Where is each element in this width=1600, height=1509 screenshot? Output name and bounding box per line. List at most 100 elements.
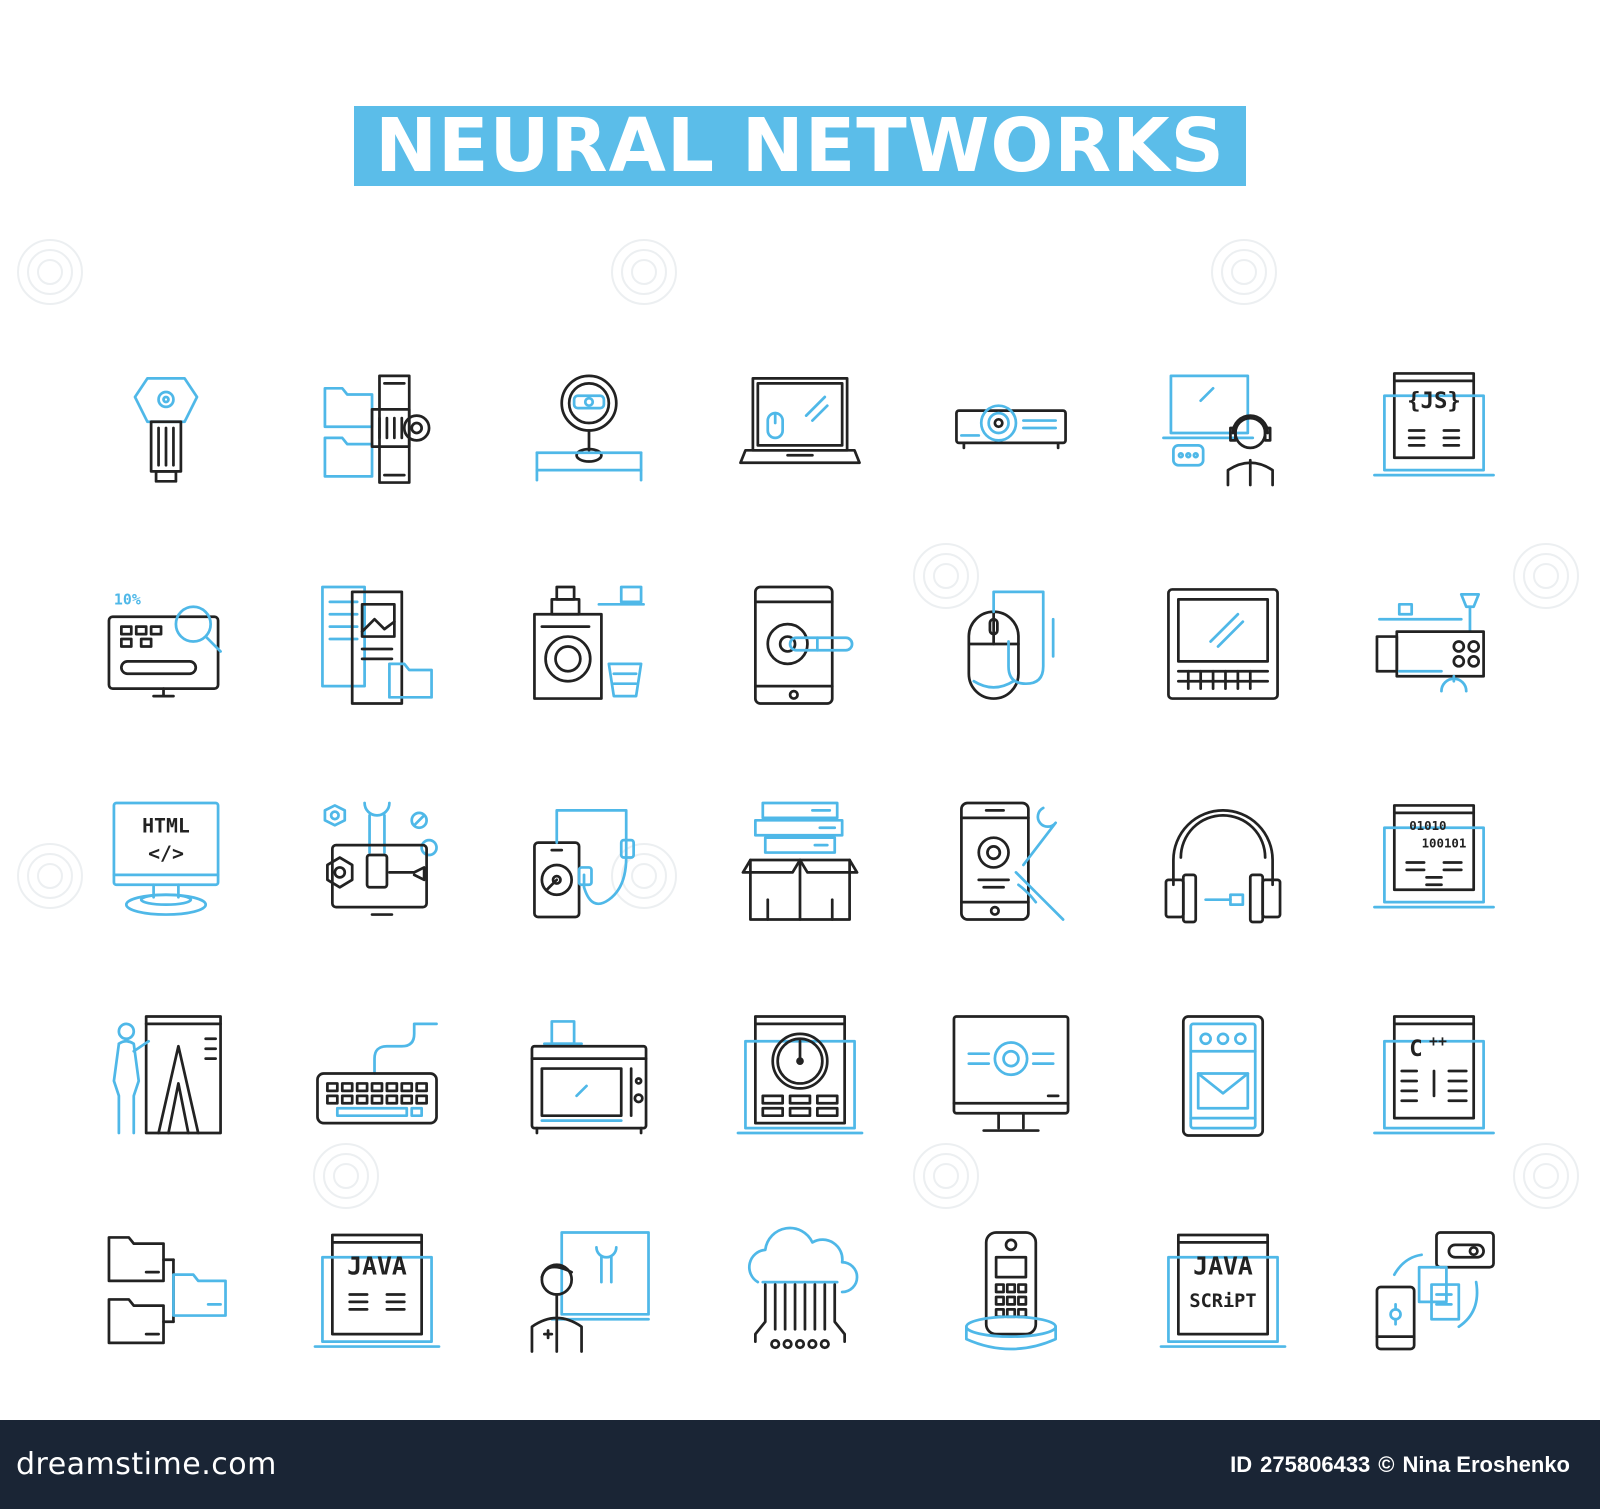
email-tablet-icon bbox=[1181, 1015, 1264, 1137]
grid-cell bbox=[1117, 536, 1328, 752]
grid-cell bbox=[483, 536, 694, 752]
grid-cell bbox=[1329, 1184, 1540, 1400]
grid-cell bbox=[271, 752, 482, 968]
monitor-search-percent-icon: 10% bbox=[107, 590, 222, 698]
video-camera-icon bbox=[1375, 593, 1486, 693]
java-laptop-icon: JAVA bbox=[313, 1233, 441, 1348]
image-id: 275806433 bbox=[1260, 1451, 1371, 1477]
binary-line-2: 100101 bbox=[1422, 836, 1467, 851]
grid-cell bbox=[483, 752, 694, 968]
grid-cell bbox=[906, 968, 1117, 1184]
laptop-mouse-icon bbox=[739, 377, 861, 465]
javascript-laptop-icon: JAVA SCRiPT bbox=[1159, 1233, 1287, 1348]
id-label: ID bbox=[1230, 1451, 1253, 1477]
cpp-label: C bbox=[1409, 1036, 1422, 1062]
headphones-icon bbox=[1164, 809, 1282, 924]
grid-cell bbox=[60, 968, 271, 1184]
grid-cell bbox=[694, 1184, 905, 1400]
grid-cell bbox=[271, 968, 482, 1184]
usb-drive-icon bbox=[133, 377, 199, 483]
grid-cell bbox=[906, 752, 1117, 968]
computer-mouse-icon bbox=[967, 590, 1055, 700]
grid-cell bbox=[1117, 320, 1328, 536]
grid-cell: 10% bbox=[60, 536, 271, 752]
grid-cell bbox=[1117, 752, 1328, 968]
java-label: JAVA bbox=[347, 1252, 407, 1281]
grid-cell: JAVA bbox=[271, 1184, 482, 1400]
watermark-spiral-icon bbox=[310, 1140, 382, 1212]
cloud-network-icon bbox=[747, 1226, 859, 1350]
grid-cell bbox=[694, 752, 905, 968]
grid-cell: HTML </> bbox=[60, 752, 271, 968]
grid-cell: C ++ bbox=[1329, 968, 1540, 1184]
watermark-spiral-icon bbox=[14, 840, 86, 912]
dreamstime-logo[interactable]: dreamstime.com bbox=[16, 1447, 277, 1482]
watermark-spiral-icon bbox=[910, 540, 982, 612]
grid-cell bbox=[906, 1184, 1117, 1400]
grid-cell bbox=[694, 968, 905, 1184]
dashboard-laptop-icon bbox=[736, 1015, 864, 1135]
woman-presentation-icon bbox=[112, 1015, 222, 1135]
grid-cell: {JS} bbox=[1329, 320, 1540, 536]
washing-machine-icon bbox=[532, 585, 645, 700]
cordless-phone-icon bbox=[965, 1231, 1058, 1351]
technician-icon bbox=[530, 1231, 650, 1353]
grid-cell bbox=[271, 320, 482, 536]
document-image-folder-icon bbox=[321, 585, 434, 705]
laptop-keyboard-icon bbox=[1166, 588, 1279, 700]
server-boxes-icon bbox=[741, 801, 859, 921]
grid-cell bbox=[483, 968, 694, 1184]
tablet-key-icon bbox=[753, 585, 854, 705]
data-transfer-devices-icon bbox=[1375, 1231, 1496, 1351]
grid-cell bbox=[60, 320, 271, 536]
grid-cell bbox=[483, 1184, 694, 1400]
binary-line-1: 01010 bbox=[1409, 818, 1446, 833]
folder-sync-gear-icon bbox=[323, 374, 431, 484]
copyright-icon: © bbox=[1378, 1451, 1395, 1477]
webcam-icon bbox=[535, 374, 643, 482]
javascript-label-1: JAVA bbox=[1193, 1252, 1253, 1281]
smartphone-settings-icon bbox=[960, 801, 1065, 921]
support-operator-laptop-icon bbox=[1161, 374, 1274, 487]
grid-cell bbox=[271, 536, 482, 752]
watermark-spiral-icon bbox=[608, 840, 680, 912]
grid-cell bbox=[694, 320, 905, 536]
folder-tree-icon bbox=[107, 1236, 227, 1345]
watermark-spiral-icon bbox=[14, 236, 86, 308]
watermark-spiral-icon bbox=[1510, 540, 1582, 612]
monitor-settings-icon bbox=[953, 1015, 1070, 1132]
grid-cell bbox=[906, 320, 1117, 536]
grid-cell bbox=[1117, 968, 1328, 1184]
repair-laptop-tools-icon bbox=[323, 801, 439, 916]
grid-cell bbox=[60, 1184, 271, 1400]
js-label: {JS} bbox=[1407, 388, 1461, 414]
author-name: Nina Eroshenko bbox=[1402, 1451, 1570, 1477]
watermark-spiral-icon bbox=[1510, 1140, 1582, 1212]
footer-bar: dreamstime.com ID 275806433 © Nina Erosh… bbox=[0, 1420, 1600, 1509]
grid-cell: JAVA SCRiPT bbox=[1117, 1184, 1328, 1400]
javascript-label-2: SCRiPT bbox=[1189, 1291, 1256, 1312]
watermark-spiral-icon bbox=[608, 236, 680, 308]
watermark-spiral-icon bbox=[910, 1140, 982, 1212]
keyboard-icon bbox=[316, 1022, 439, 1125]
binary-code-laptop-icon: 01010 100101 bbox=[1373, 804, 1496, 909]
hard-drive-cable-icon bbox=[532, 809, 635, 919]
watermark-spiral-icon bbox=[1208, 236, 1280, 308]
grid-cell bbox=[694, 536, 905, 752]
projector-icon bbox=[955, 404, 1068, 450]
html-tag-label: </> bbox=[148, 842, 184, 865]
percent-label: 10% bbox=[114, 590, 141, 608]
icon-grid: {JS} 10% bbox=[60, 320, 1540, 1400]
html-label: HTML bbox=[142, 815, 190, 838]
cpp-plus-label: ++ bbox=[1429, 1032, 1447, 1050]
microwave-icon bbox=[530, 1020, 647, 1135]
grid-cell bbox=[1329, 536, 1540, 752]
cpp-laptop-icon: C ++ bbox=[1373, 1015, 1496, 1135]
html-monitor-icon: HTML </> bbox=[112, 801, 220, 916]
grid-cell: 01010 100101 bbox=[1329, 752, 1540, 968]
grid-cell bbox=[906, 536, 1117, 752]
grid-cell bbox=[483, 320, 694, 536]
js-laptop-icon: {JS} bbox=[1373, 372, 1496, 477]
page-title: NEURAL NETWORKS bbox=[375, 103, 1225, 189]
